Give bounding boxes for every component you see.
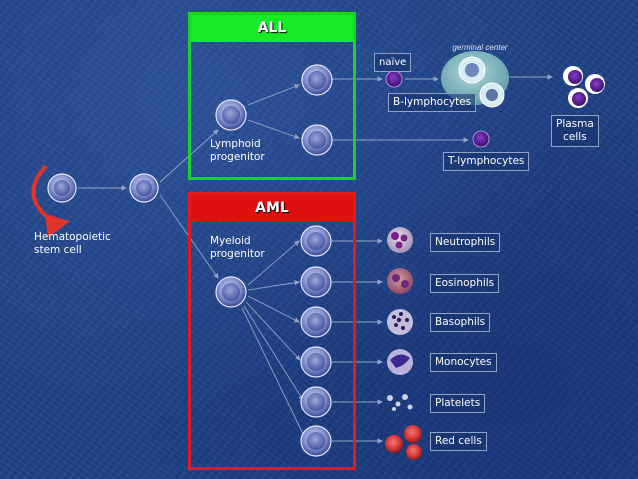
myeloid-precursor-cell <box>300 386 332 418</box>
naive-label: naïve <box>374 53 412 72</box>
progenitor-cells <box>47 64 333 457</box>
lymphoid-progenitor-label: Lymphoid progenitor <box>210 138 265 163</box>
arrow-myeloid-4 <box>245 301 301 361</box>
neutrophil-cell <box>387 227 413 253</box>
common-progenitor-cell <box>129 173 159 203</box>
arrow-myeloid-1 <box>247 240 300 286</box>
basophils-label: Basophils <box>430 313 491 332</box>
b-lymphocytes-label: B-lymphocytes <box>388 93 477 112</box>
all-header: ALL <box>191 15 353 42</box>
arrow-myeloid-5 <box>243 305 304 401</box>
hsc-label: Hematopoietic stem cell <box>34 231 111 256</box>
arrow-myeloid-3 <box>247 295 300 323</box>
eosinophil-cell <box>387 268 413 294</box>
connector-arrows <box>78 74 553 444</box>
arrow-myeloid-6 <box>241 307 306 439</box>
eosinophils-label: Eosinophils <box>430 274 500 293</box>
t-lymphocytes-label: T-lymphocytes <box>443 152 530 171</box>
myeloid-precursor-cell <box>300 225 332 257</box>
myeloid-progenitor-cell <box>215 276 247 308</box>
self-renewal-arrow <box>31 164 70 238</box>
red-blood-cells <box>385 425 422 460</box>
monocytes-label: Monocytes <box>430 353 497 372</box>
aml-box: AML <box>188 192 356 470</box>
basophil-cell <box>387 309 413 335</box>
hsc-cell <box>47 173 77 203</box>
neutrophils-label: Neutrophils <box>430 233 501 252</box>
monocyte-cell <box>387 349 413 375</box>
germinal-center <box>441 51 509 108</box>
arrow-lymphoid-to-b <box>247 84 300 106</box>
myeloid-precursor-cell <box>300 266 332 298</box>
all-box: ALL <box>188 12 356 180</box>
plasma-cells <box>563 66 605 108</box>
t-lymphocyte-cell <box>472 130 490 148</box>
myeloid-progenitor-label: Myeloid progenitor <box>210 235 265 260</box>
platelet-cells <box>387 394 413 411</box>
germinal-center-label: germinal center <box>452 43 507 52</box>
arrow-lymphoid-to-t <box>247 119 300 140</box>
arrow-myeloid-2 <box>247 280 300 291</box>
myeloid-precursor-cell <box>300 425 332 457</box>
t-lineage-cell <box>301 124 333 156</box>
myeloid-precursor-cell <box>300 306 332 338</box>
lymphoid-progenitor-cell <box>215 99 247 131</box>
platelets-label: Platelets <box>430 394 486 413</box>
b-lineage-cell <box>301 64 333 96</box>
plasma-cells-label: Plasma cells <box>551 115 599 147</box>
red-cells-label: Red cells <box>430 432 487 451</box>
myeloid-precursor-cell <box>300 346 332 378</box>
aml-header: AML <box>191 195 353 222</box>
naive-b-cell <box>385 70 403 88</box>
